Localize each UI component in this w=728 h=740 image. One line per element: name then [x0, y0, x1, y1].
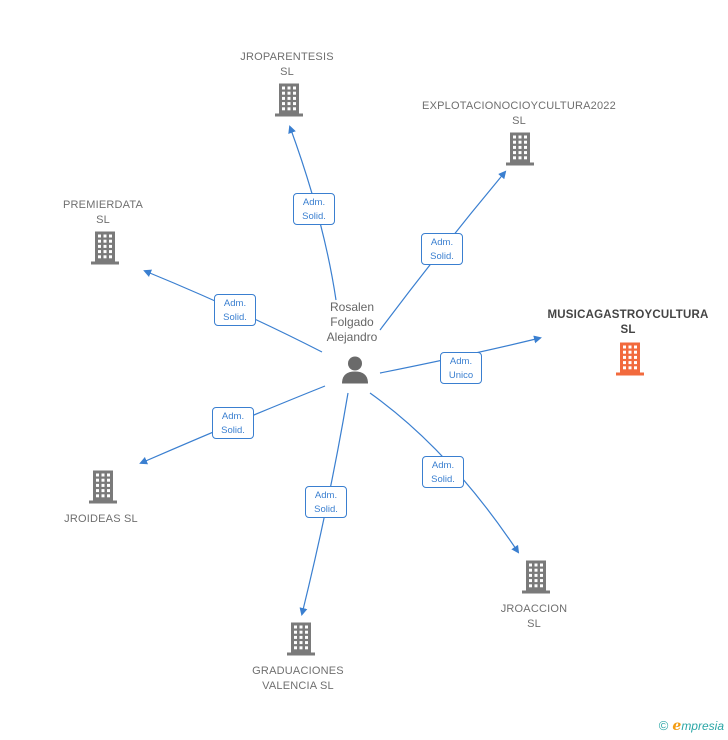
person-name-line: Folgado	[330, 315, 374, 329]
building-icon[interactable]	[505, 132, 535, 171]
company-name-line: SL	[96, 214, 110, 226]
role-badge-jroaccion[interactable]: Adm. Solid.	[422, 456, 464, 488]
role-badge-premierdata[interactable]: Adm. Solid.	[214, 294, 256, 326]
role-badge-text: Adm.	[430, 237, 454, 248]
role-badge-text: Solid.	[430, 251, 454, 262]
footer-brand: ©empresia	[659, 718, 724, 734]
role-badge-text: Solid.	[221, 425, 245, 436]
role-badge-text: Adm.	[221, 411, 245, 422]
role-badge-text: Solid.	[431, 474, 455, 485]
building-icon[interactable]	[90, 231, 120, 270]
role-badge-jroparentesis[interactable]: Adm. Solid.	[293, 193, 335, 225]
company-name-line: JROPARENTESIS	[240, 51, 334, 63]
company-name-line: EXPLOTACIONOCIOYCULTURA2022	[422, 100, 616, 112]
company-name-line: GRADUACIONES	[252, 665, 344, 677]
company-label-graduaciones[interactable]: GRADUACIONES VALENCIA SL	[252, 664, 344, 694]
role-badge-text: Adm.	[223, 298, 247, 309]
company-name-line: MUSICAGASTROYCULTURA	[547, 309, 709, 321]
company-name-line: SL	[280, 66, 294, 78]
building-icon[interactable]	[615, 342, 645, 381]
person-name-line: Alejandro	[326, 330, 378, 344]
company-name-line: PREMIERDATA	[62, 199, 144, 211]
role-badge-text: Unico	[448, 370, 474, 381]
role-badge-text: Solid.	[314, 504, 338, 515]
company-label-jroideas[interactable]: JROIDEAS SL	[64, 512, 138, 527]
person-name-line: Rosalen	[329, 300, 375, 314]
role-badge-text: Solid.	[302, 211, 326, 222]
building-icon[interactable]	[274, 83, 304, 122]
company-label-jroaccion[interactable]: JROACCION SL	[501, 602, 568, 632]
company-name-line: SL	[620, 324, 636, 336]
person-icon[interactable]	[340, 355, 370, 390]
role-badge-musicagastro[interactable]: Adm. Unico	[440, 352, 482, 384]
role-badge-text: Solid.	[223, 312, 247, 323]
role-badge-text: Adm.	[314, 490, 338, 501]
company-name-line: SL	[512, 115, 526, 127]
role-badge-jroideas[interactable]: Adm. Solid.	[212, 407, 254, 439]
company-label-premierdata[interactable]: PREMIERDATA SL	[63, 198, 143, 228]
company-label-musicagastro[interactable]: MUSICAGASTROYCULTURA SL	[548, 308, 709, 338]
role-badge-text: Adm.	[431, 460, 455, 471]
company-name-line: VALENCIA SL	[262, 680, 334, 692]
building-icon[interactable]	[286, 622, 316, 661]
brand-logo-e: e	[672, 718, 682, 734]
company-name-line: JROACCION	[500, 603, 568, 615]
role-badge-text: Adm.	[302, 197, 326, 208]
role-badge-explotacion[interactable]: Adm. Solid.	[421, 233, 463, 265]
company-name-line: JROIDEAS SL	[64, 513, 138, 525]
building-icon[interactable]	[88, 470, 118, 509]
building-icon[interactable]	[521, 560, 551, 599]
brand-logo-text: mpresia	[681, 719, 724, 733]
company-label-jroparentesis[interactable]: JROPARENTESIS SL	[240, 50, 333, 80]
role-badge-text: Adm.	[449, 356, 473, 367]
company-name-line: SL	[527, 618, 541, 630]
role-badge-graduaciones[interactable]: Adm. Solid.	[305, 486, 347, 518]
copyright-symbol: ©	[658, 718, 669, 733]
